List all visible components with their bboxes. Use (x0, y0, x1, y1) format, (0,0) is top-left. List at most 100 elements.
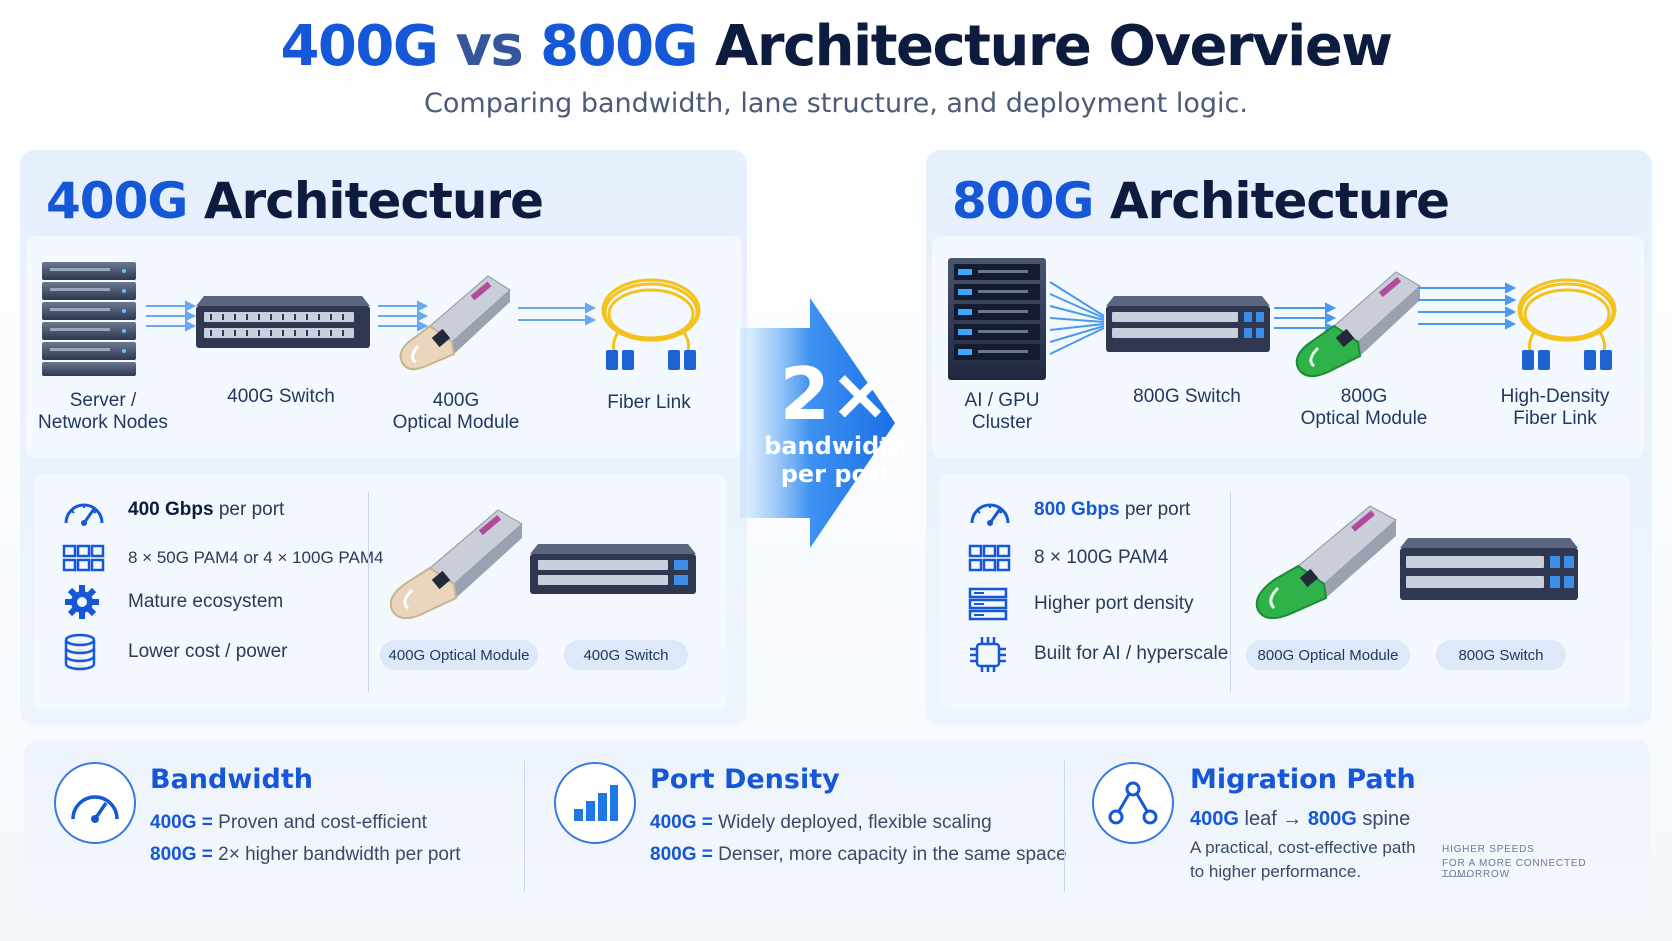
spec-row-bandwidth: 400 Gbps per port (62, 492, 284, 528)
tagline-underline (1442, 876, 1472, 877)
title-rest: Architecture Overview (715, 14, 1393, 79)
spec-divider (368, 492, 369, 692)
summary-density-line2-key: 800G = (650, 844, 713, 865)
summary-migration-line2: A practical, cost-effective path (1190, 838, 1416, 857)
spec-bandwidth-text: 400 Gbps per port (128, 499, 284, 521)
panel-800g-title: 800G Architecture (952, 172, 1450, 230)
panel-400g-title-word: Architecture (203, 172, 544, 230)
spec-bandwidth-unit: per port (1124, 499, 1191, 520)
bar-chart-icon (554, 762, 636, 844)
spec-cost-text: Lower cost / power (128, 641, 288, 662)
summary-bandwidth-title: Bandwidth (150, 764, 314, 795)
summary-bandwidth-line1-value: Proven and cost-efficient (218, 812, 427, 833)
label-server-nodes-line2: Network Nodes (38, 412, 168, 433)
switch-800g-icon (1400, 538, 1578, 600)
label-high-density-fiber-line2: Fiber Link (1513, 408, 1597, 429)
spec-row-density: Higher port density (968, 586, 1193, 622)
panel-400g-title-speed: 400G (46, 172, 188, 230)
flow-arrows-icon (1049, 281, 1105, 355)
spec-ai-text: Built for AI / hyperscale (1034, 643, 1229, 664)
label-switch-800g: 800G Switch (1133, 386, 1241, 407)
arrow-caption-line1: bandwidth (764, 432, 908, 460)
summary-migration-to: 800G (1307, 808, 1357, 830)
summary-density-line1-value: Widely deployed, flexible scaling (718, 812, 992, 833)
bandwidth-gauge-icon (54, 762, 136, 844)
spec-list-800g: 800 Gbps per port 8 × 100G PAM4 Higher p… (940, 474, 1630, 710)
summary-migration-spine: spine (1362, 808, 1411, 830)
optical-module-400g-icon (389, 509, 523, 620)
summary-bandwidth-line1-key: 400G = (150, 812, 213, 833)
label-module-800g-line2: Optical Module (1300, 408, 1428, 429)
gpu-cluster-icon (948, 258, 1046, 380)
spec-bandwidth-unit: per port (218, 499, 285, 520)
summary-migration-title: Migration Path (1190, 764, 1416, 795)
label-module-800g-line1: 800G (1340, 386, 1388, 407)
summary-density-line2: 800G = Denser, more capacity in the same… (650, 844, 1067, 866)
page-title: 400G vs 800G Architecture Overview (0, 14, 1672, 79)
arrow-multiplier: 2× (779, 352, 891, 436)
pill-800g-switch: 800G Switch (1436, 640, 1566, 670)
title-400g: 400G (280, 14, 438, 79)
title-vs: vs (455, 14, 523, 79)
spec-bandwidth-text: 800 Gbps per port (1034, 499, 1190, 521)
spec-bandwidth-value: 400 Gbps (128, 499, 214, 520)
summary-density-line2-value: Denser, more capacity in the same space (718, 844, 1067, 865)
spec-lanes-text: 8 × 100G PAM4 (1034, 547, 1169, 568)
label-ai-cluster-line1: AI / GPU (964, 390, 1040, 411)
pill-800g-module: 800G Optical Module (1246, 640, 1410, 670)
label-ai-cluster-line2: Cluster (971, 412, 1033, 433)
tagline-line2: FOR A MORE CONNECTED TOMORROW (1442, 858, 1587, 880)
spec-row-ecosystem: Mature ecosystem (62, 584, 283, 620)
flow-arrows-icon (146, 300, 196, 332)
summary-migration-from: 400G (1190, 808, 1239, 830)
spec-ecosystem-text: Mature ecosystem (128, 591, 284, 612)
bandwidth-arrow-icon (740, 298, 895, 548)
optical-module-800g-icon (1295, 271, 1421, 378)
server-rack-icon (42, 262, 136, 376)
gauge-icon (968, 492, 1018, 528)
summary-divider (524, 760, 525, 892)
summary-migration-line3: to higher performance. (1190, 862, 1362, 881)
summary-bandwidth-line1: 400G = Proven and cost-efficient (150, 812, 427, 834)
flow-arrows-icon (1274, 302, 1336, 334)
summary-migration-leaf: leaf → (1244, 808, 1303, 830)
label-high-density-fiber: High-Density Fiber Link (1472, 386, 1638, 430)
migration-path-icon (1092, 762, 1174, 844)
spec-row-lanes: 8 × 50G PAM4 or 4 × 100G PAM4 (62, 540, 383, 576)
label-fiber-link: Fiber Link (607, 392, 691, 413)
flow-diagram-800g: AI / GPU Cluster 800G Switch 800G Optica… (932, 236, 1644, 458)
arrow-caption: bandwidth per port (752, 432, 920, 488)
switch-800g-icon (1106, 296, 1270, 352)
flow-arrows-icon (1418, 282, 1516, 330)
fiber-cable-icon (1517, 278, 1617, 370)
panel-400g-title: 400G Architecture (46, 172, 544, 230)
label-high-density-fiber-line1: High-Density (1500, 386, 1610, 407)
summary-density-line1-key: 400G = (650, 812, 713, 833)
spec-list-400g: 400 Gbps per port 8 × 50G PAM4 or 4 × 10… (34, 474, 727, 710)
summary-band: Bandwidth 400G = Proven and cost-efficie… (24, 740, 1650, 912)
spec-row-ai: Built for AI / hyperscale (968, 636, 1228, 672)
spec-density-text: Higher port density (1034, 593, 1194, 614)
label-ai-cluster: AI / GPU Cluster (932, 390, 1072, 434)
panel-800g-title-word: Architecture (1109, 172, 1450, 230)
flow-arrows-icon (518, 302, 596, 326)
flow-diagram-400g: Server / Network Nodes 400G Switch 400G … (26, 236, 741, 458)
panel-800g-title-speed: 800G (952, 172, 1094, 230)
spec-bandwidth-value: 800 Gbps (1034, 499, 1120, 520)
label-module-400g-line1: 400G (432, 390, 480, 411)
summary-density-title: Port Density (650, 764, 840, 795)
gauge-icon (62, 492, 112, 528)
flow-arrows-icon (378, 300, 428, 332)
chip-icon (968, 636, 1018, 672)
label-module-400g: 400G Optical Module (376, 390, 536, 434)
summary-migration-line1: 400G leaf → 800G spine (1190, 808, 1410, 831)
pill-400g-module: 400G Optical Module (380, 640, 538, 670)
lanes-grid-icon (968, 540, 1018, 576)
title-800g: 800G (540, 14, 698, 79)
summary-bandwidth-line2-value: 2× higher bandwidth per port (218, 844, 461, 865)
gear-icon (62, 584, 112, 620)
panel-800g: 800G Architecture (926, 150, 1652, 725)
server-rack-icon (968, 586, 1018, 622)
pill-400g-switch: 400G Switch (564, 640, 688, 670)
label-module-400g-line2: Optical Module (392, 412, 520, 433)
